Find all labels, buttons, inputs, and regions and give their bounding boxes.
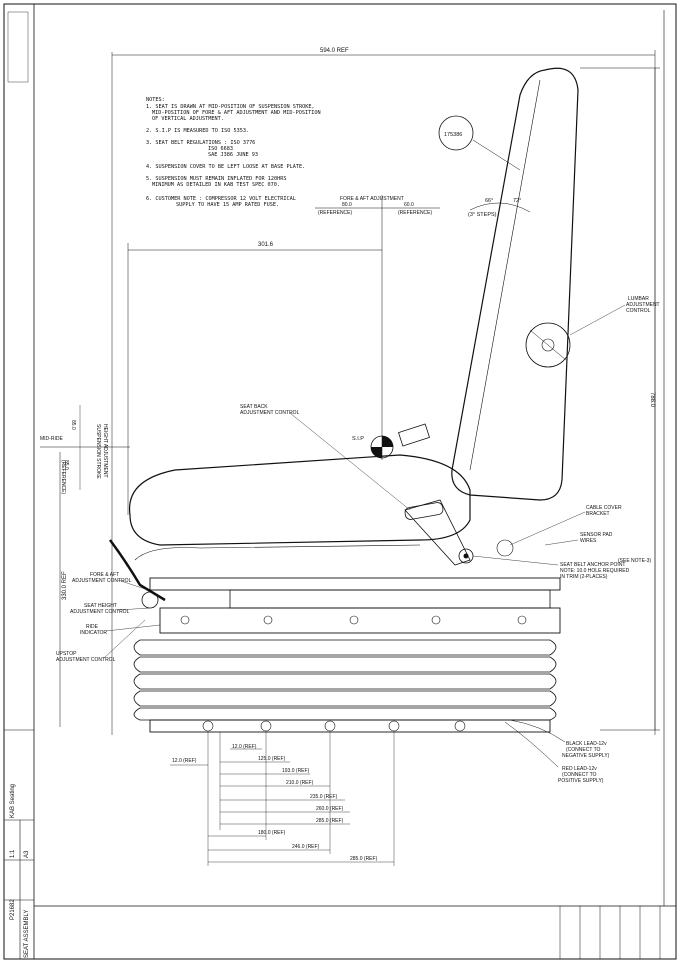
drawing-label: 285.0 (REF) (316, 818, 344, 824)
sheet-border (3, 3, 677, 960)
drawing-label: (REFERENCE) (318, 210, 353, 216)
drawing-label: 60.0 (404, 202, 414, 208)
drawing-label: (REFERENCE) (398, 210, 433, 216)
drawing-title: SEAT ASSEMBLY (24, 910, 30, 958)
seat-base (149, 577, 561, 634)
drawing-label: FORE & AFT (90, 572, 119, 578)
drawing-label: 5. SUSPENSION MUST REMAIN INFLATED FOR 1… (146, 176, 287, 182)
drawing-label: MID-RIDE (40, 436, 63, 442)
drawing-label: OF VERTICAL ADJUSTMENT. (152, 116, 224, 122)
drawing-label: SEAT BELT ANCHOR POINT (560, 562, 625, 568)
drawing-label: 301.6 (258, 242, 274, 248)
drawing-label: 66° (485, 198, 493, 204)
drawing-label: (SEE NOTE-3) (618, 558, 651, 564)
overall-width-dimension: 594.0 REF (111, 48, 656, 735)
lumbar-knob (525, 322, 571, 368)
drawing-label: ADJUSTMENT (626, 302, 660, 308)
drawing-label: UPSTOP (56, 651, 77, 657)
drawing-label: BRACKET (586, 511, 610, 517)
drawing-label: 1. SEAT IS DRAWN AT MID-POSITION OF SUSP… (146, 104, 315, 110)
drawing-label: SEAT BACK (240, 404, 268, 410)
drawing-label: 72° (513, 198, 521, 204)
drawing-label: 3. SEAT BELT REGULATIONS : ISO 3776 (146, 140, 255, 146)
drawing-label: CABLE COVER (586, 505, 622, 511)
sip-marker: S.I.P (352, 435, 394, 459)
drawing-label: 285.0 (REF) (350, 856, 378, 862)
drawing-label: SUPPLY TO HAVE 15 AMP RATED FUSE. (176, 202, 279, 208)
drawing-label: 12.0 (REF) (172, 758, 197, 764)
drawing-label: INDICATOR (80, 630, 107, 636)
drawing-label: 235.0 (REF) (310, 794, 338, 800)
seat-cushion (128, 454, 471, 561)
drawing-label: ADJUSTMENT CONTROL (70, 609, 130, 615)
drawing-label: 180.0 (REF) (258, 830, 286, 836)
drawing-label: 193.0 (REF) (282, 768, 310, 774)
drawing-label: 80.0 (342, 202, 352, 208)
part-number-bubble: 175386 (438, 115, 521, 171)
drawing-label: (CONNECT TO (562, 772, 597, 778)
drawing-label: FORE & AFT ADJUSTMENT (340, 196, 404, 202)
drawing-label: IN TRIM (2-PLACES) (560, 574, 608, 580)
drawing-label: 788.0 (649, 392, 655, 408)
drawing-label: 210.0 (REF) (286, 780, 314, 786)
drawing-sheet: A3 (24, 850, 30, 858)
bottom-dimensions: 12.0 (REF) 12.0 (REF) 125.0 (REF) 193.0 … (170, 732, 395, 866)
drawing-label: ADJUSTMENT CONTROL (240, 410, 300, 416)
drawing-label: 125.0 (REF) (258, 756, 286, 762)
drawing-label: S.I.P (352, 436, 364, 442)
drawing-label: ADJUSTMENT CONTROL (72, 578, 132, 584)
drawing-label: MID-POSITION OF FORE & AFT ADJUSTMENT AN… (152, 110, 321, 116)
drawing-label: SENSOR PAD (580, 532, 613, 538)
drawing-label: NEGATIVE SUPPLY) (562, 753, 610, 759)
height-dimension-right: 788.0 (580, 67, 660, 731)
drawing-label: LUMBAR (628, 296, 649, 302)
drawing-label: 12.0 (REF) (232, 744, 257, 750)
right-callouts: CABLE COVER BRACKET SENSOR PAD WIRES SEA… (472, 505, 651, 784)
drawing-label: 594.0 REF (320, 48, 349, 54)
fore-aft-dimension: FORE & AFT ADJUSTMENT 80.0 60.0 (REFEREN… (315, 196, 440, 216)
drawing-scale: 1:1 (10, 849, 16, 858)
left-callouts: FORE & AFT ADJUSTMENT CONTROL SEAT HEIGH… (56, 572, 161, 663)
height-dimension-left: 330.0 REF (59, 452, 68, 727)
suspension-bellows (133, 639, 557, 733)
stroke-dimensions: MID-RIDE 85.0 85.0 HEIGHT ADJUSTMENT SUS… (40, 405, 130, 495)
drawing-label: RIDE (86, 624, 99, 630)
left-revision-strip: P21682 SEAT ASSEMBLY 1:1 A3 KAB Seating (4, 11, 34, 959)
sip-dimension: 301.6 (127, 195, 383, 515)
drawing-label: SAE J386 JUNE 93 (208, 152, 258, 158)
drawing-label: 4. SUSPENSION COVER TO BE LEFT LOOSE AT … (146, 164, 305, 170)
drawing-label: HEIGHT ADJUSTMENT (102, 424, 108, 478)
drawing-number: P21682 (10, 899, 16, 920)
company-name: KAB Seating (10, 784, 16, 818)
drawing-label: (CONNECT TO (566, 747, 601, 753)
drawing-label: 6. CUSTOMER NOTE : COMPRESSOR 12 VOLT EL… (146, 196, 296, 202)
drawing-label: WIRES (580, 538, 597, 544)
drawing-label: BLACK LEAD-12v (566, 741, 607, 747)
revision-table (559, 906, 661, 959)
drawing-label: ADJUSTMENT CONTROL (56, 657, 116, 663)
drawing-label: CONTROL (626, 308, 651, 314)
notes-block: NOTES: 1. SEAT IS DRAWN AT MID-POSITION … (146, 97, 321, 208)
drawing-label: SEAT HEIGHT (84, 603, 117, 609)
seat-belt (398, 423, 474, 566)
drawing-label: ISO 6683 (208, 146, 233, 152)
drawing-label: 2. S.I.P IS MEASURED TO ISO 5353. (146, 128, 249, 134)
drawing-label: 260.0 (REF) (316, 806, 344, 812)
drawing-label: 85.0 (70, 420, 76, 430)
drawing-label: NOTE: 10.0 HOLE REQUIRED (560, 568, 630, 574)
notes-heading: NOTES: (146, 97, 165, 103)
backrest-callouts: SEAT BACK ADJUSTMENT CONTROL LUMBAR ADJU… (240, 296, 660, 511)
seat-backrest (451, 67, 579, 501)
drawing-label: MINIMUM AS DETAILED IN KAB TEST SPEC 070… (152, 182, 280, 188)
drawing-label: SUSPENSION STROKE (95, 424, 101, 479)
drawing-label: (REFERENCE) (60, 460, 66, 495)
drawing-label: 85.0 (63, 460, 69, 470)
drawing-label: 246.0 (REF) (292, 844, 320, 850)
drawing-label: 175386 (444, 132, 462, 138)
drawing-label: POSITIVE SUPPLY) (558, 778, 604, 784)
drawing-label: 330.0 REF (62, 571, 68, 600)
drawing-label: RED LEAD-12v (562, 766, 597, 772)
drawing-label: (3° STEPS) (468, 212, 497, 218)
